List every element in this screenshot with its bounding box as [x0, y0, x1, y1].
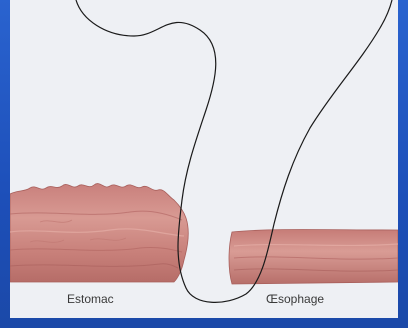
- diagram-panel: Estomac Œsophage: [10, 0, 398, 318]
- diagram-svg: [10, 0, 398, 318]
- label-oesophage: Œsophage: [266, 292, 324, 306]
- oesophagus-wall: [229, 230, 398, 285]
- label-estomac: Estomac: [67, 292, 114, 306]
- stomach-wall: [10, 184, 188, 282]
